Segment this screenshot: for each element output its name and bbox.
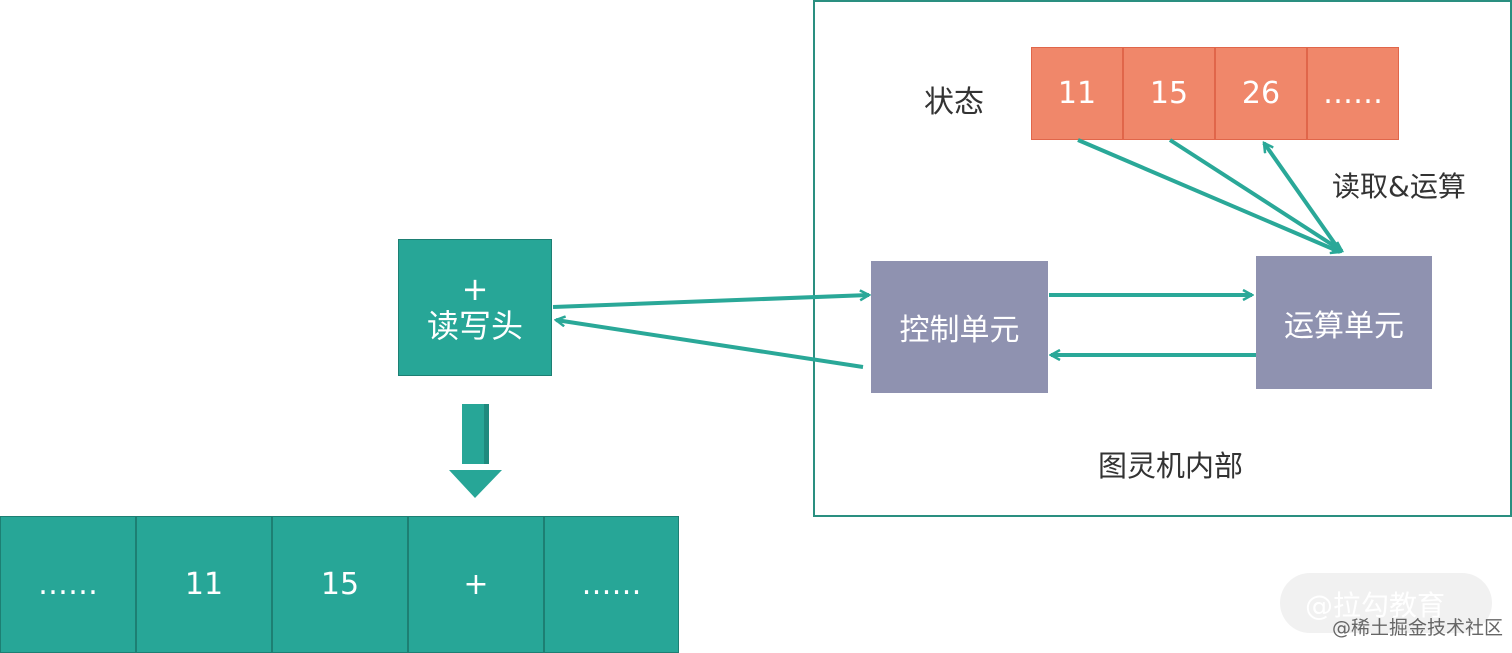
tape-cell: + <box>408 516 544 653</box>
head-label: 读写头 <box>426 306 523 345</box>
watermark-pill <box>1280 573 1492 633</box>
watermark-primary: @拉勾教育 <box>1305 589 1446 622</box>
frame-label: 图灵机内部 <box>1098 449 1244 483</box>
state15-to-compute-arrow <box>1168 138 1342 253</box>
tape-cell: 15 <box>272 516 408 653</box>
read-compute-label: 读取&运算 <box>1332 170 1466 203</box>
turing-machine-frame <box>813 0 1512 517</box>
state-cell: 15 <box>1123 47 1215 140</box>
compute-unit: 运算单元 <box>1256 256 1432 389</box>
tape-cell: …… <box>544 516 679 653</box>
down-arrow <box>449 404 502 498</box>
compute-to-state26-arrow <box>1262 143 1342 253</box>
state-cell: …… <box>1307 47 1399 140</box>
read-write-head: + 读写头 <box>398 239 552 376</box>
tape-cell: 11 <box>136 516 272 653</box>
state-label: 状态 <box>924 85 984 120</box>
state11-to-compute-arrow <box>1077 138 1340 252</box>
watermark-secondary: @稀土掘金技术社区 <box>1332 617 1504 639</box>
control-to-head-arrow <box>556 320 864 369</box>
head-to-control-arrow <box>552 295 869 309</box>
state-cell: 26 <box>1215 47 1307 140</box>
head-symbol: + <box>461 269 489 308</box>
state-cell: 11 <box>1031 47 1123 140</box>
tape-cell: …… <box>0 516 136 653</box>
control-unit: 控制单元 <box>871 261 1048 393</box>
